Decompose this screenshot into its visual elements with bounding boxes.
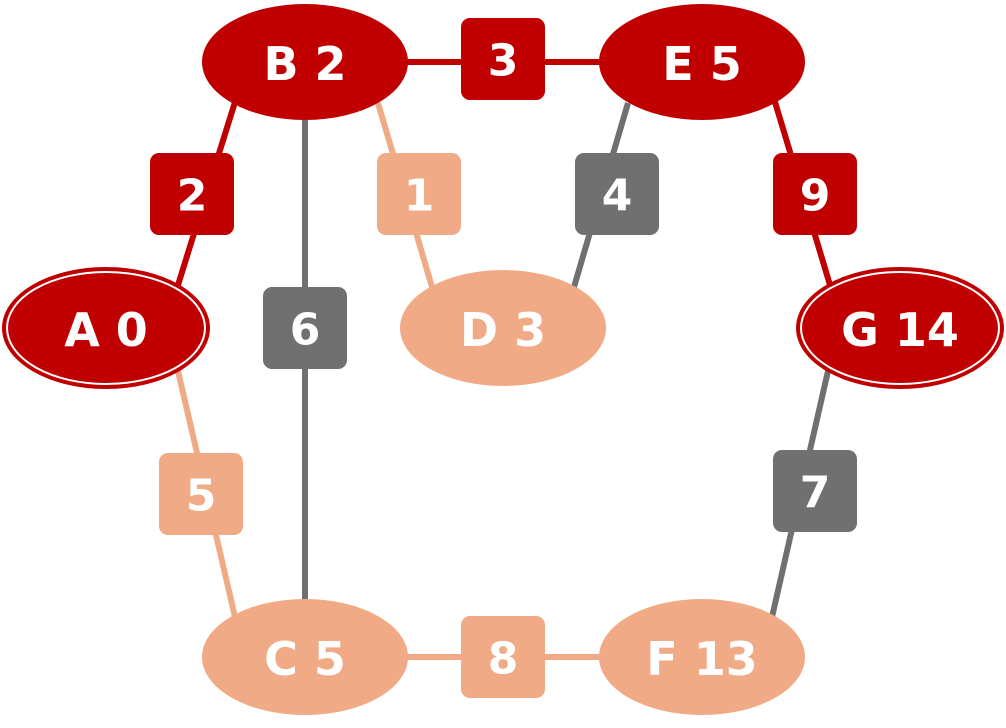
node-inner-outline (6, 271, 206, 385)
weight-box (575, 153, 659, 235)
node-label: F 13 (646, 632, 757, 686)
weight-label: 7 (800, 468, 831, 519)
weight-box (461, 616, 545, 698)
node-c: C 5 (202, 599, 408, 715)
node-label: C 5 (264, 632, 346, 686)
weight-label: 3 (488, 36, 519, 87)
node-f: F 13 (599, 599, 805, 715)
edge-weight-b-e: 3 (461, 18, 545, 100)
weight-box (461, 18, 545, 100)
node-label: A 0 (64, 303, 148, 357)
edge-weight-b-c: 6 (263, 287, 347, 369)
edge-weight-e-d: 4 (575, 153, 659, 235)
node-layer: A 0 B 2 C 5 D 3 E 5 F 13 G 14 (2, 4, 1004, 715)
node-label: G 14 (841, 303, 959, 357)
edge-weight-e-g: 9 (773, 153, 857, 235)
node-label: D 3 (460, 303, 546, 357)
node-inner-outline (800, 271, 1000, 385)
node-b: B 2 (202, 4, 408, 120)
edge-weight-a-c: 5 (159, 453, 243, 535)
edge-weight-b-d: 1 (377, 153, 461, 235)
node-label: B 2 (263, 37, 346, 91)
weight-box (377, 153, 461, 235)
node-shape (2, 267, 210, 389)
node-d: D 3 (400, 270, 606, 386)
weight-box (159, 453, 243, 535)
node-a: A 0 (2, 267, 210, 389)
node-shape (599, 599, 805, 715)
weight-label: 5 (186, 471, 217, 522)
node-e: E 5 (599, 4, 805, 120)
node-shape (202, 599, 408, 715)
edge-weight-g-f: 7 (773, 450, 857, 532)
edge-weight-c-f: 8 (461, 616, 545, 698)
node-shape (202, 4, 408, 120)
edge-weight-a-b: 2 (150, 153, 234, 235)
node-label: E 5 (662, 37, 741, 91)
weight-box (773, 153, 857, 235)
weight-label: 8 (488, 634, 519, 685)
node-shape (400, 270, 606, 386)
weight-label: 1 (404, 171, 435, 222)
weight-box (150, 153, 234, 235)
node-shape (796, 267, 1004, 389)
node-g: G 14 (796, 267, 1004, 389)
weight-label: 2 (177, 171, 208, 222)
weight-label: 4 (602, 171, 633, 222)
node-shape (599, 4, 805, 120)
weight-box (773, 450, 857, 532)
weight-label: 6 (290, 305, 321, 356)
weight-box (263, 287, 347, 369)
weight-label: 9 (800, 171, 831, 222)
